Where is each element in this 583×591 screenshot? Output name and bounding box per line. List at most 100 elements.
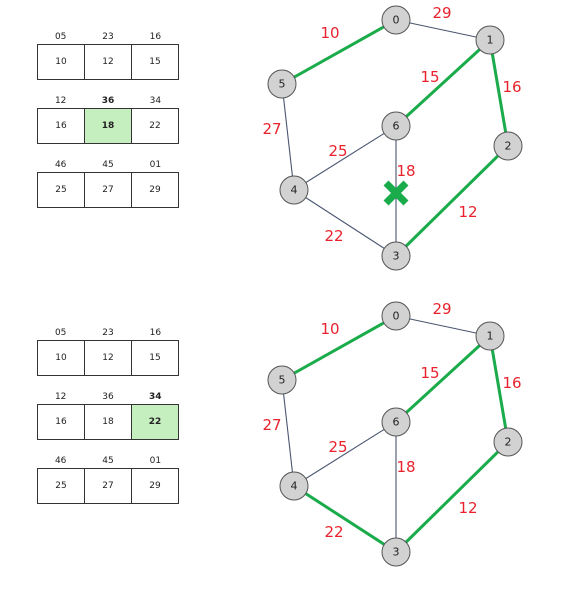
table-cell: 25 bbox=[38, 469, 85, 503]
table-cell: 18 bbox=[85, 405, 132, 439]
node-5: 5 bbox=[267, 69, 297, 99]
weight-label-4-6: 25 bbox=[328, 438, 347, 456]
node-label: 6 bbox=[393, 120, 400, 133]
weight-label-4-6: 25 bbox=[328, 142, 347, 160]
table-cell: 10 bbox=[38, 45, 85, 79]
edge-5-0 bbox=[281, 18, 397, 86]
node-label: 5 bbox=[279, 374, 286, 387]
table-header-cell: 12 bbox=[54, 392, 67, 402]
edge-4-3 bbox=[293, 484, 397, 554]
edge-0-1 bbox=[395, 19, 491, 41]
highlighted-cell: 22 bbox=[132, 405, 178, 439]
node-2: 2 bbox=[493, 427, 523, 457]
table-cell: 27 bbox=[85, 173, 132, 207]
table-header-cell: 05 bbox=[54, 32, 67, 42]
weight-label-6-1: 15 bbox=[420, 68, 439, 86]
table-cell: 29 bbox=[149, 185, 161, 195]
table-cell: 27 bbox=[85, 469, 132, 503]
edge-4-6 bbox=[293, 125, 397, 191]
weight-label-6-1: 15 bbox=[420, 364, 439, 382]
table-header-cell: 16 bbox=[149, 32, 162, 42]
table-cell: 12 bbox=[85, 341, 132, 375]
table-header-cell: 46 bbox=[54, 456, 67, 466]
edge-0-1 bbox=[395, 315, 491, 337]
edge-5-4 bbox=[281, 379, 295, 487]
rejected-edge-cross-icon bbox=[383, 180, 409, 206]
edge-6-1 bbox=[394, 38, 492, 128]
node-label: 6 bbox=[393, 416, 400, 429]
weight-label-5-4: 27 bbox=[262, 120, 281, 138]
edge-1-2 bbox=[488, 335, 510, 443]
weight-label-0-1: 29 bbox=[432, 300, 451, 318]
node-label: 3 bbox=[393, 250, 400, 263]
table-header-cell: 36 bbox=[102, 392, 114, 402]
weight-label-2-3: 12 bbox=[458, 499, 477, 517]
table-cell: 10 bbox=[38, 341, 85, 375]
node-1: 1 bbox=[475, 321, 505, 351]
table-header-cell: 23 bbox=[102, 328, 114, 338]
node-label: 1 bbox=[487, 34, 494, 47]
table-cell: 12 bbox=[85, 45, 132, 79]
table-header-cell: 05 bbox=[54, 328, 67, 338]
weight-label-4-3: 22 bbox=[324, 523, 343, 541]
node-label: 1 bbox=[487, 330, 494, 343]
node-3: 3 bbox=[381, 241, 411, 271]
table-header-row: 12 36 34 bbox=[37, 390, 179, 404]
node-label: 3 bbox=[393, 546, 400, 559]
edge-5-4 bbox=[281, 83, 295, 191]
weight-label-0-1: 29 bbox=[432, 4, 451, 22]
node-label: 2 bbox=[505, 436, 512, 449]
edge-1-2 bbox=[488, 39, 510, 147]
weight-label-5-4: 27 bbox=[262, 416, 281, 434]
highlighted-cell: 18 bbox=[85, 109, 132, 143]
node-label: 0 bbox=[393, 310, 400, 323]
node-0: 0 bbox=[381, 301, 411, 331]
node-3: 3 bbox=[381, 537, 411, 567]
table-header-cell: 01 bbox=[149, 160, 162, 170]
weight-label-6-3: 18 bbox=[396, 458, 415, 476]
table-cell: 29 bbox=[149, 481, 161, 491]
node-2: 2 bbox=[493, 131, 523, 161]
node-4: 4 bbox=[279, 471, 309, 501]
node-label: 2 bbox=[505, 140, 512, 153]
table-cell: 15 bbox=[149, 57, 161, 67]
table-header-cell: 12 bbox=[54, 96, 67, 106]
table-header-cell: 46 bbox=[54, 160, 67, 170]
table-header-cell: 34 bbox=[149, 96, 162, 106]
node-label: 4 bbox=[291, 184, 298, 197]
table-header-row: 12 36 34 bbox=[37, 94, 179, 108]
node-label: 4 bbox=[291, 480, 298, 493]
node-5: 5 bbox=[267, 365, 297, 395]
weight-label-1-2: 16 bbox=[502, 78, 521, 96]
table-header-cell: 36 bbox=[101, 96, 115, 106]
table-cell: 16 bbox=[38, 405, 85, 439]
table-cell: 25 bbox=[38, 173, 85, 207]
node-1: 1 bbox=[475, 25, 505, 55]
table-header-cell: 01 bbox=[149, 456, 162, 466]
weight-label-1-2: 16 bbox=[502, 374, 521, 392]
edge-5-0 bbox=[281, 314, 397, 382]
edge-2-3 bbox=[394, 144, 510, 258]
table-cell: 22 bbox=[149, 121, 161, 131]
table-header-cell: 34 bbox=[149, 392, 162, 402]
edge-4-6 bbox=[293, 421, 397, 487]
node-label: 5 bbox=[279, 78, 286, 91]
node-4: 4 bbox=[279, 175, 309, 205]
